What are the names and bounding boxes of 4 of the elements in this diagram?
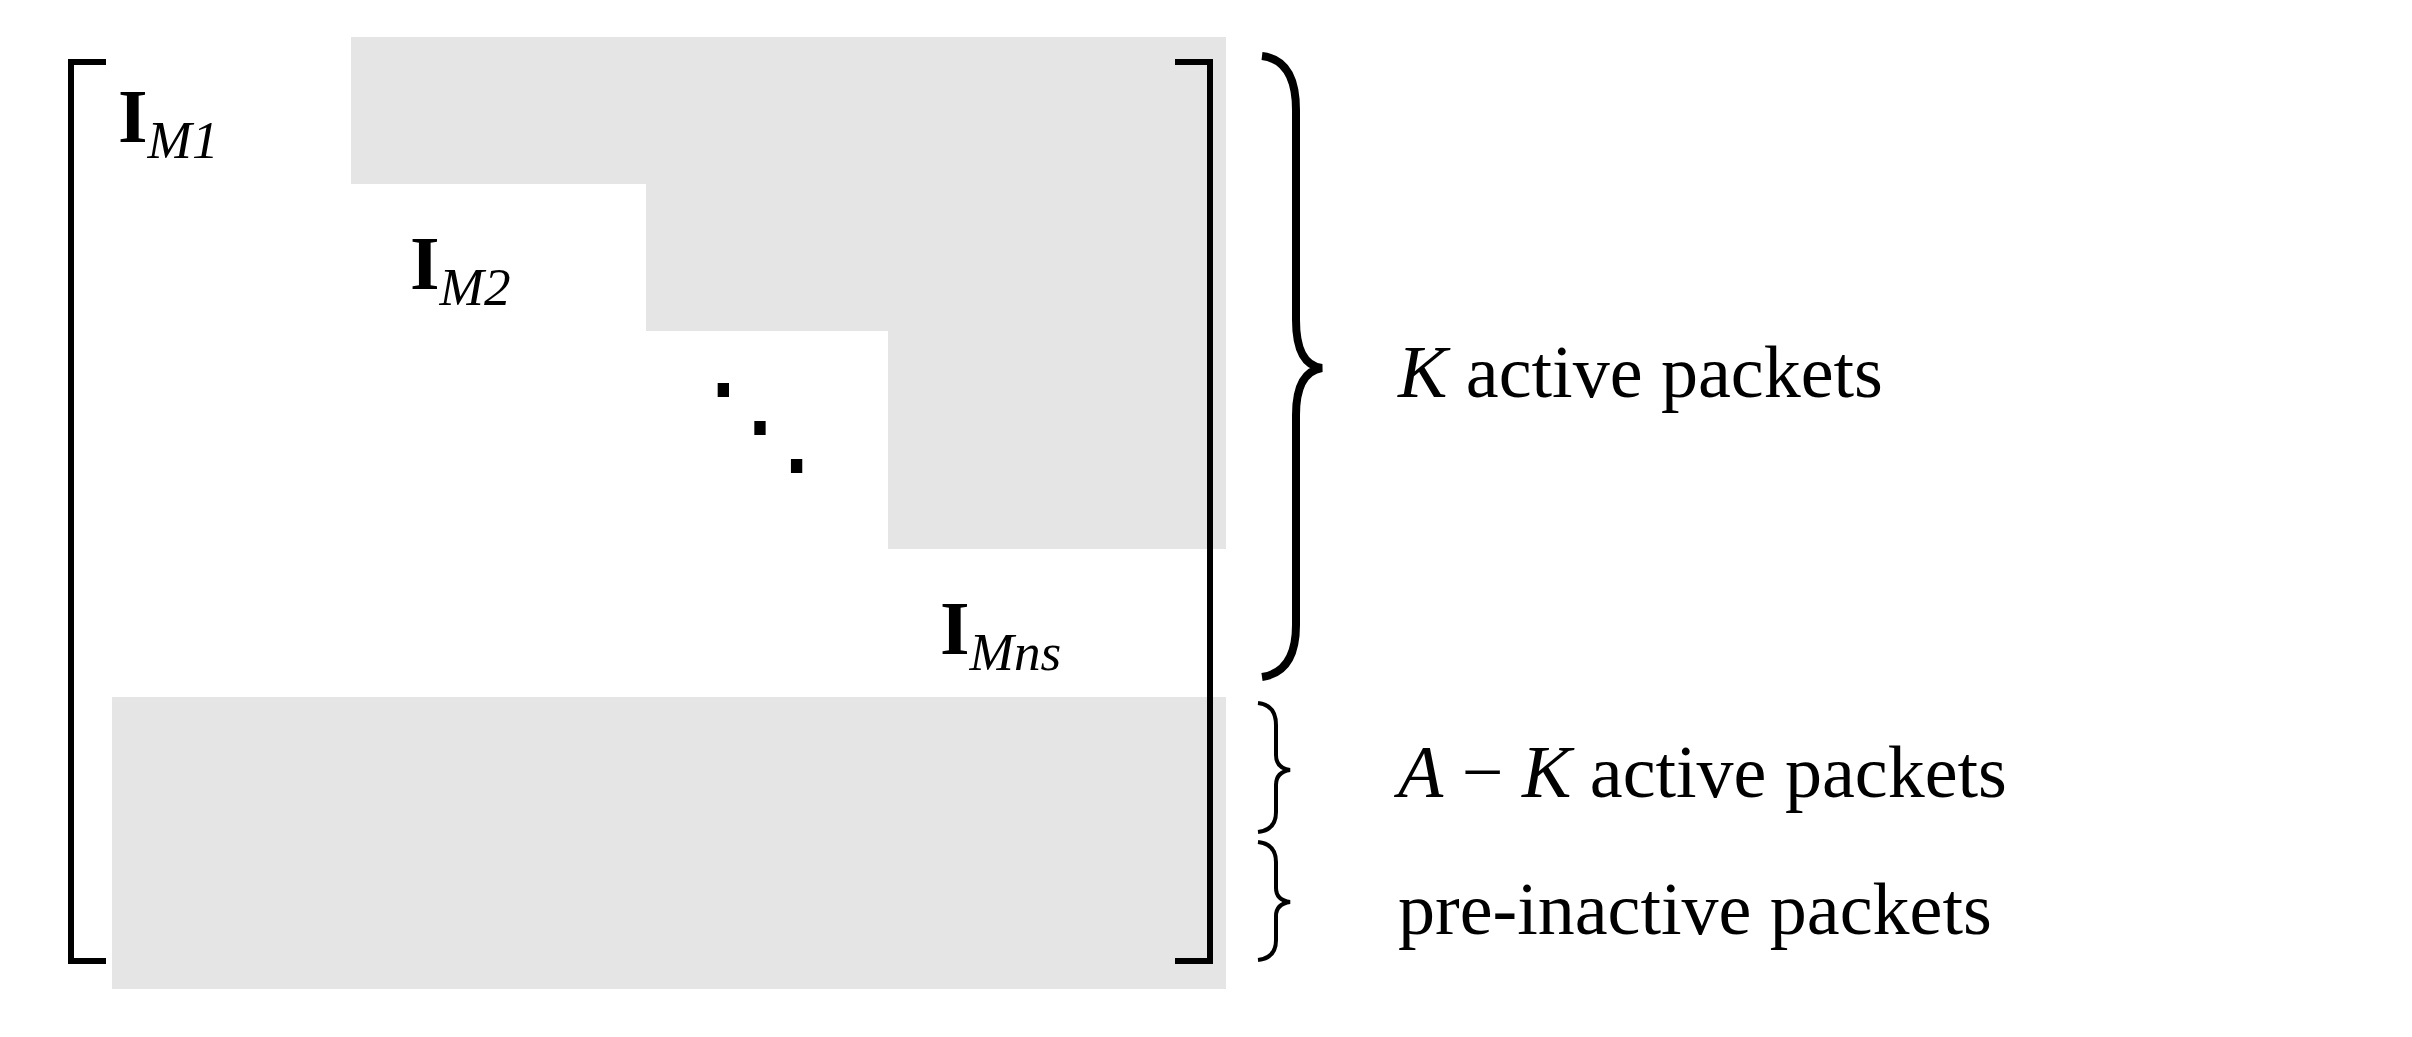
matrix-entry: I$_{Mns}$: [940, 590, 1062, 680]
matrix-entry: I$_{M2}$: [410, 225, 511, 315]
diagonal-dots: ⋱: [705, 370, 815, 480]
matrix-entry: I$_{M1}$: [118, 78, 219, 168]
